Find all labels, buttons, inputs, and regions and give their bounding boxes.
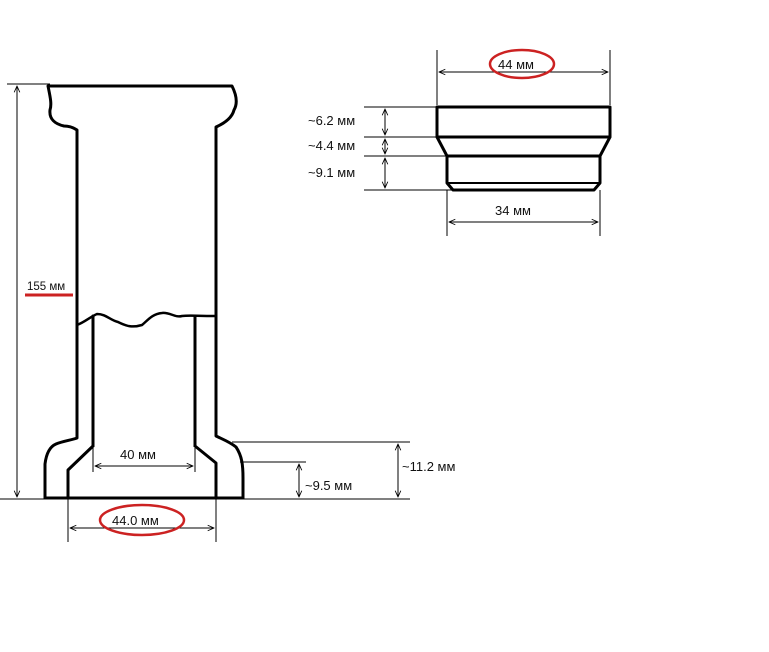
flange-height-label: ~11.2 мм (402, 459, 455, 474)
lip-height-dimension (240, 461, 306, 497)
inner-width-label: 40 мм (120, 447, 156, 462)
column-inner-chamfer-right (193, 444, 218, 500)
cap-taper (435, 136, 612, 158)
cap-height-dimensions (364, 106, 453, 191)
cap-lower-band (445, 156, 602, 192)
flange-height-dimension (232, 441, 410, 500)
height-label: 155 мм (27, 281, 65, 293)
lip-height-label: ~9.5 мм (305, 478, 352, 493)
cap-top-width-label: 44 мм (498, 57, 534, 72)
cap-top-band (435, 105, 612, 139)
column-part (43, 84, 245, 500)
base-width-dimension (67, 499, 217, 542)
height-dimension (7, 83, 50, 497)
column-lower-right-wall (214, 314, 245, 500)
cap-top-band-label: ~6.2 мм (308, 113, 355, 128)
inner-width-dimension (92, 448, 196, 472)
base-width-highlight (98, 503, 186, 537)
cap-lower-band-label: ~9.1 мм (308, 165, 355, 180)
column-lower-left-wall (43, 323, 79, 500)
cap-part (435, 105, 612, 192)
cap-taper-label: ~4.4 мм (308, 138, 355, 153)
cap-bottom-width-dimension (446, 190, 601, 236)
cap-top-width-highlight (488, 48, 556, 80)
cap-top-width-dimension (436, 50, 611, 105)
column-inner-chamfer-left (66, 444, 95, 500)
base-width-label: 44.0 мм (112, 513, 159, 528)
cap-bottom-width-label: 34 мм (495, 203, 531, 218)
column-upper-outline (46, 84, 238, 327)
column-break-line (75, 311, 218, 328)
